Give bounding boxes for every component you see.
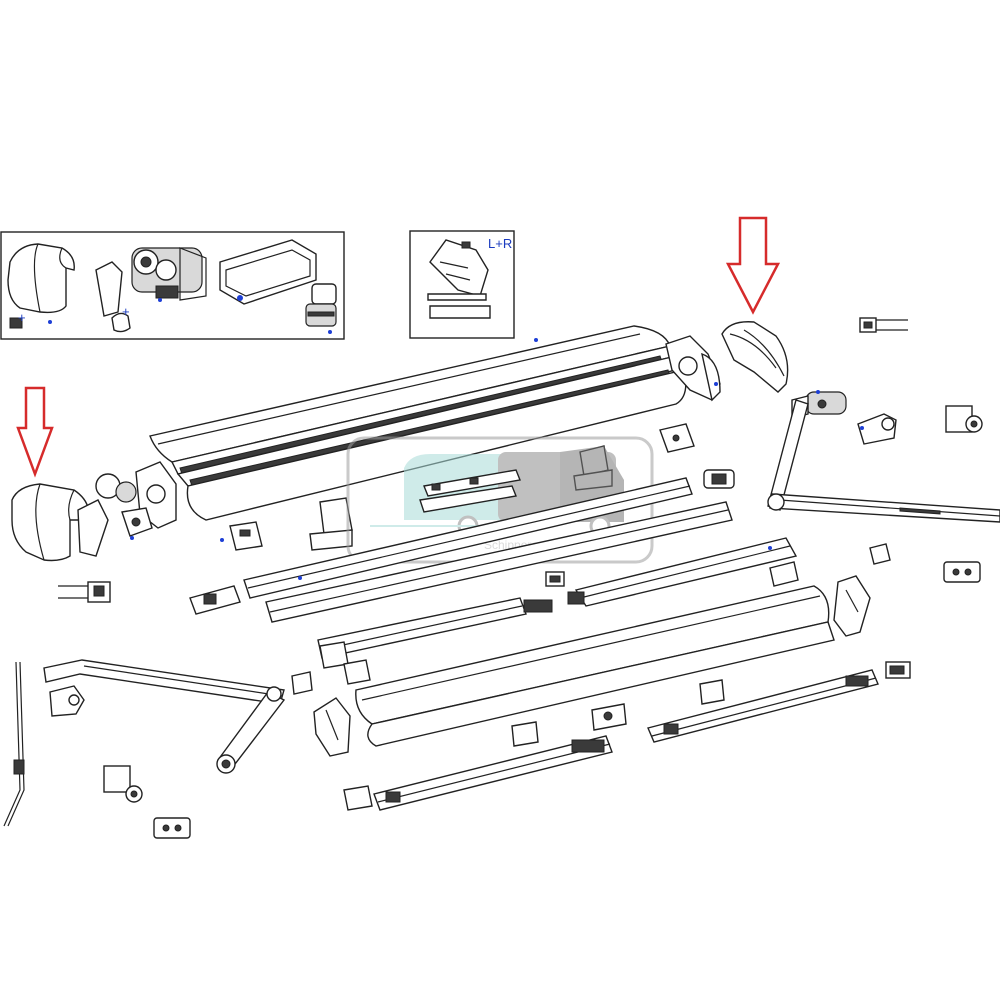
left-connector-pin: [58, 581, 111, 603]
left-gear-assembly: [95, 461, 177, 540]
right-folding-arm: [767, 390, 1000, 523]
main-cassette-cover: [149, 325, 687, 521]
inset-connector-plug-part: [305, 283, 337, 334]
lower-center-clips: [511, 703, 627, 747]
inset-control-box-part: [219, 239, 317, 305]
down-arrow-icon: [16, 386, 54, 478]
plus-icon: +: [18, 310, 26, 325]
lead-rail-middle: [317, 597, 553, 669]
callout-label: L+R: [488, 236, 512, 251]
cassette-bracket-left: [220, 521, 263, 551]
front-bar-profile: [355, 585, 835, 747]
accessory-inset-box: + +: [0, 231, 345, 340]
right-lower-clip: [885, 661, 911, 679]
front-bar-end-cap-right: [833, 575, 871, 637]
inset-clip-part: +: [95, 261, 131, 333]
right-hinge-part: [857, 413, 897, 445]
inset-end-cap-part: +: [7, 243, 75, 329]
small-latch-middle: [545, 571, 565, 587]
down-arrow-icon: [725, 216, 781, 315]
left-folding-arm: [43, 659, 286, 774]
right-small-clip: [869, 543, 891, 565]
arm-clip-right: [769, 561, 799, 587]
end-piece-inset-box: L+R: [409, 230, 515, 339]
left-hinge-part: [49, 685, 85, 717]
right-foot-bracket: [943, 561, 981, 583]
right-wall-bracket: [945, 405, 983, 433]
lead-rail-upper: [567, 537, 798, 607]
plus-icon: +: [122, 304, 130, 319]
cassette-latch-part: [659, 423, 695, 453]
front-bar-end-cap-left: [313, 697, 351, 757]
center-small-bracket: [699, 679, 725, 705]
upper-connector-pin: [859, 317, 908, 333]
inner-rail-part: [419, 469, 521, 513]
crank-rod: [3, 661, 25, 827]
roller-tube: [243, 469, 735, 599]
right-gear-housing: [665, 335, 721, 402]
left-end-plug: [189, 585, 241, 615]
left-wall-bracket: [103, 765, 143, 803]
lower-arm-rail-left: [343, 735, 613, 811]
left-end-cap-part: [11, 483, 109, 562]
front-bar-clip: [291, 659, 371, 695]
right-end-cap-part: [721, 321, 789, 393]
left-foot-bracket: [153, 817, 191, 839]
inset-gear-motor-part: [131, 247, 207, 302]
front-profile-rail: [265, 501, 733, 623]
cassette-bracket-center: [309, 497, 353, 551]
lower-arm-rail-right: [647, 669, 879, 743]
